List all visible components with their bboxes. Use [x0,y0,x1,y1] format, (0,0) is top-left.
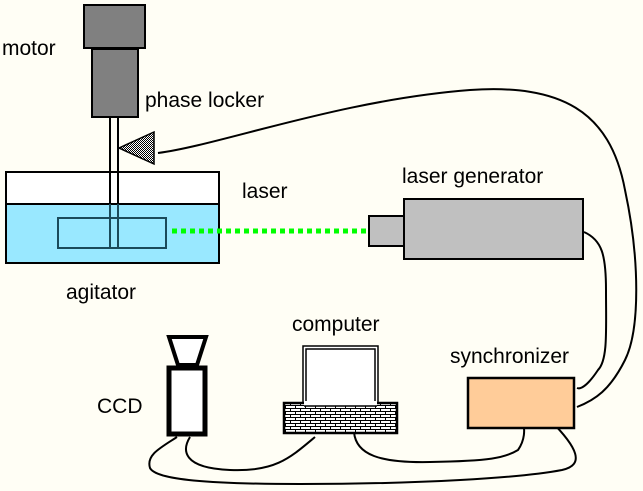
motor-box [83,4,146,49]
phase-locker-sensor-icon [117,130,155,166]
laser-generator-box [403,198,584,260]
ccd-body [166,365,208,437]
synchronizer-box [466,376,576,430]
cable-ccd-to-computer [185,436,316,472]
computer-monitor-screen [305,348,376,406]
label-laser: laser [242,180,288,203]
tank-headspace [5,171,220,205]
label-synchronizer: synchronizer [450,345,569,368]
label-phase-locker: phase locker [145,89,264,112]
computer-keyboard-icon [282,401,399,435]
label-laser-generator: laser generator [402,165,543,188]
label-ccd: CCD [97,395,143,418]
impeller [57,217,167,249]
tank-liquid [5,203,220,264]
ccd-lens-icon [166,335,209,367]
label-motor: motor [2,37,56,60]
cable-laser-generator-to-synchronizer [576,231,608,390]
cable-computer-to-synchronizer [353,419,526,464]
label-agitator: agitator [66,281,136,304]
laser-generator-nozzle [368,215,405,247]
monitor-base-gap [304,401,377,406]
cable-ccd-to-synchronizer [148,419,577,486]
cable-phase-locker-to-synchronizer [157,88,638,408]
label-computer: computer [292,313,380,336]
phase-locker-body [91,48,139,118]
